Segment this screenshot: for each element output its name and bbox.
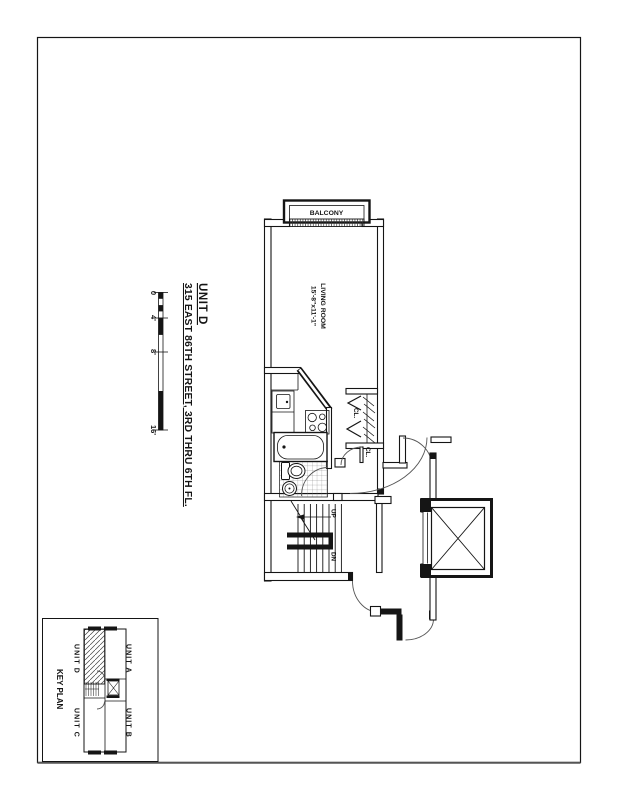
corridor-door-arc <box>405 618 434 641</box>
scale-label-16: 16' <box>149 425 158 435</box>
closet-label: CL. <box>352 408 359 418</box>
title-unit-label: UNIT D <box>196 283 208 325</box>
entry-closet-label: CL. <box>364 447 371 457</box>
toilet <box>281 462 306 480</box>
bathroom-door-arc <box>301 467 328 497</box>
stairs-up-label: UP <box>330 509 337 518</box>
title-block: UNIT D 315 EAST 86TH STREET, 3RD THRU 6T… <box>182 283 208 507</box>
key-plan-unit-b-label: UNIT B <box>125 708 132 738</box>
key-plan-door-arc <box>96 701 105 710</box>
kitchen-sink <box>276 394 291 409</box>
balcony-door-sill <box>289 218 365 227</box>
wall-jamb <box>332 492 343 502</box>
title-address-label: 315 EAST 86TH STREET, 3RD THRU 6TH FL. <box>182 283 193 507</box>
balcony: BALCONY <box>282 199 371 227</box>
key-plan: KEY PLAN UNIT D UNIT A UNIT C UNIT B <box>42 618 159 762</box>
stairs-down-label: DN <box>330 552 337 562</box>
wall-stub <box>396 614 403 641</box>
wall-jamb <box>374 495 392 505</box>
key-plan-unit-d-hatch <box>84 629 105 685</box>
key-plan-elevator <box>107 680 120 696</box>
door-leaf <box>380 608 402 615</box>
elevator-x <box>431 507 485 570</box>
corridor-and-elevator <box>418 436 493 621</box>
hanger-symbol <box>345 420 362 438</box>
key-plan-stairs <box>85 682 99 696</box>
bathroom <box>273 431 328 498</box>
bathtub <box>273 431 328 463</box>
wall-jamb <box>334 457 346 468</box>
key-plan-unit-d-label: UNIT D <box>73 644 80 674</box>
stairs: UP DN <box>287 500 342 572</box>
stair-rail <box>328 532 333 550</box>
living-room-label: LIVING ROOM <box>319 283 326 329</box>
up-arrow <box>296 514 304 520</box>
closet: CL. <box>345 394 376 444</box>
corridor-wall-tick <box>430 436 452 444</box>
hanger-symbol <box>346 395 362 411</box>
key-plan-unit-a-label: UNIT A <box>125 644 132 674</box>
scale-label-4: 4' <box>149 315 158 321</box>
key-plan-title: KEY PLAN <box>55 669 64 710</box>
stair-rail <box>287 532 333 538</box>
balcony-label: BALCONY <box>310 210 344 217</box>
scale-label-0: 0 <box>149 291 158 295</box>
scale-bar: 0 4' 8' 16' <box>149 291 168 435</box>
bathroom-sink <box>282 481 297 496</box>
key-plan-door-arc <box>96 670 105 679</box>
stair-rail <box>287 544 333 550</box>
door-jamb <box>369 605 382 617</box>
key-plan-unit-c-label: UNIT C <box>73 708 80 738</box>
scale-label-8: 8' <box>149 349 158 355</box>
living-room-dims: 15'-8"x11'-1" <box>310 286 317 326</box>
living-room: LIVING ROOM 15'-8"x11'-1" <box>310 283 327 329</box>
closet-door-arc <box>340 446 363 466</box>
elevator <box>418 498 493 578</box>
